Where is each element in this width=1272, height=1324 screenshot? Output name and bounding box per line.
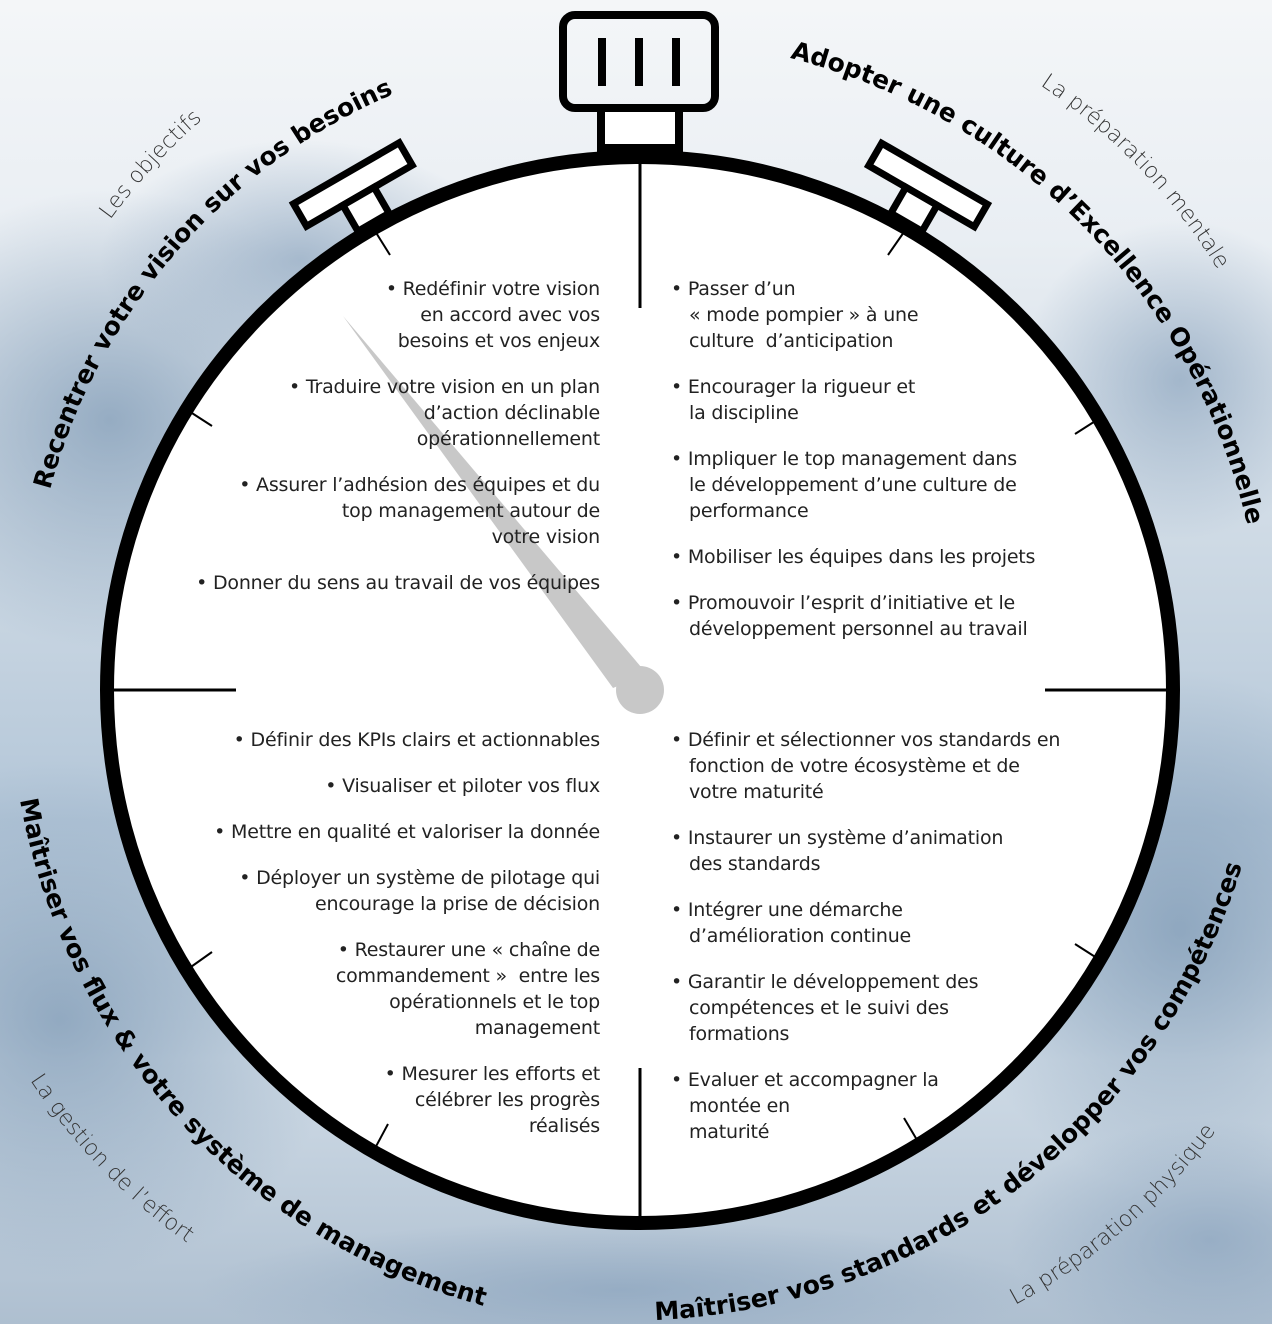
list-item: • Donner du sens au travail de vos équip… <box>196 572 600 594</box>
quadrant-dividers <box>108 160 1172 1222</box>
list-item: • Mettre en qualité et valoriser la donn… <box>214 821 600 843</box>
list-item: • Passer d’un « mode pompier » à une cul… <box>671 278 919 352</box>
list-item: • Evaluer et accompagner la montée en ma… <box>671 1069 939 1143</box>
quadrant-bottom-left: • Définir des KPIs clairs et actionnable… <box>140 727 600 1159</box>
list-item: • Visualiser et piloter vos flux <box>325 775 600 797</box>
list-item: • Traduire votre vision en un plan d’act… <box>289 376 600 450</box>
list-item: • Intégrer une démarche d’amélioration c… <box>671 899 912 947</box>
list-item: • Mesurer les efforts et célébrer les pr… <box>384 1063 601 1137</box>
list-item: • Impliquer le top management dans le dé… <box>671 448 1017 522</box>
list-item: • Définir des KPIs clairs et actionnable… <box>233 729 601 751</box>
crown-icon <box>559 11 719 152</box>
list-item: • Garantir le développement des compéten… <box>671 971 979 1045</box>
list-item: • Instaurer un système d’animation des s… <box>671 827 1004 875</box>
quadrant-top-left: • Redéfinir votre vision en accord avec … <box>140 276 600 616</box>
list-item: • Définir et sélectionner vos standards … <box>671 729 1061 803</box>
list-item: • Encourager la rigueur et la discipline <box>671 376 916 424</box>
list-item: • Déployer un système de pilotage qui en… <box>239 867 600 915</box>
list-item: • Redéfinir votre vision en accord avec … <box>385 278 600 352</box>
quadrant-top-right: • Passer d’un « mode pompier » à une cul… <box>671 276 1111 662</box>
minor-ticks <box>180 230 1101 1153</box>
list-item: • Assurer l’adhésion des équipes et du t… <box>239 474 600 548</box>
quadrant-bottom-right: • Définir et sélectionner vos standards … <box>671 727 1121 1165</box>
list-item: • Restaurer une « chaîne de commandement… <box>335 939 600 1039</box>
list-item: • Promouvoir l’esprit d’initiative et le… <box>671 592 1028 640</box>
needle-icon <box>343 316 664 714</box>
list-item: • Mobiliser les équipes dans les projets <box>671 546 1036 568</box>
